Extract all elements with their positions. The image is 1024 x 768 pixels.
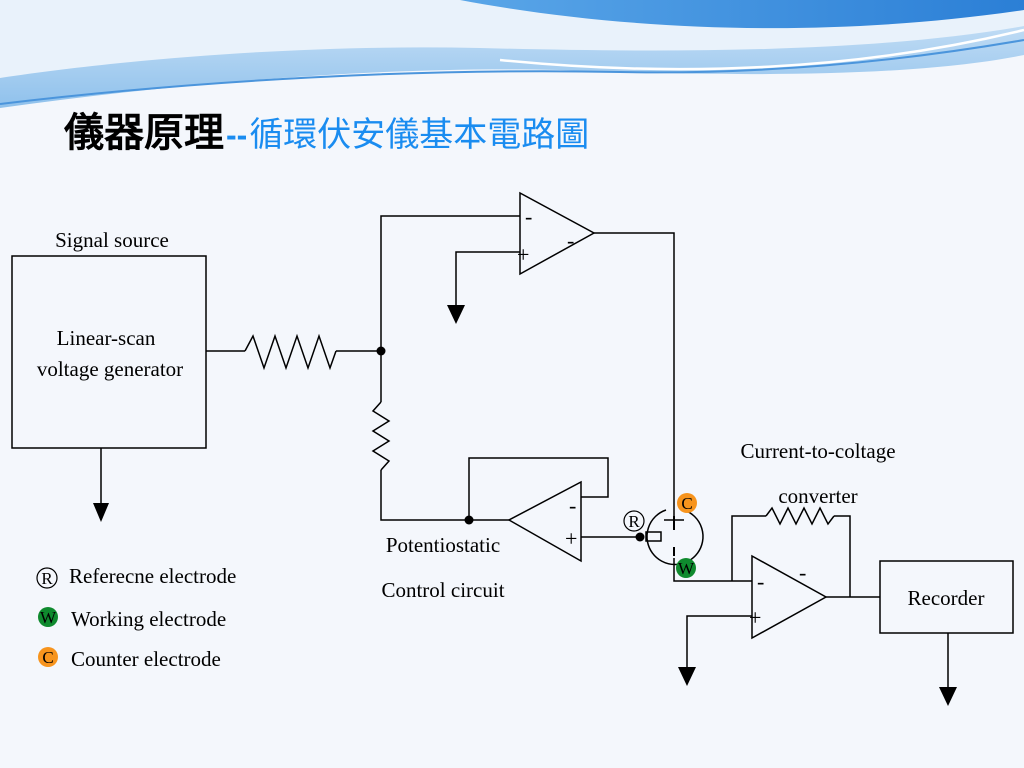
ground-arrow-icon: [93, 503, 109, 522]
recorder-box: [879, 560, 1014, 634]
cell-reference-marker: R: [628, 512, 640, 531]
resistor-icon: [765, 506, 835, 526]
legend-reference-symbol: R: [41, 569, 53, 588]
converter-label-line2: converter: [778, 484, 857, 508]
top-opamp-output-minus: -: [567, 228, 574, 253]
conv-opamp-plus: +: [749, 605, 761, 630]
legend-item-reference: R Referecne electrode: [36, 564, 236, 589]
signal-source-line1: Linear-scan: [57, 326, 156, 350]
cell-counter-marker: C: [681, 494, 692, 513]
signal-source-label: Signal source: [55, 228, 169, 252]
legend-working-symbol: W: [40, 608, 57, 627]
op-amp-icon: [507, 480, 582, 563]
electrochemical-cell-icon: [645, 509, 704, 566]
resistor-icon: [371, 401, 391, 471]
header-wave-decoration: [0, 0, 1024, 108]
op-amp-icon: [519, 191, 596, 276]
resistor-icon: [244, 333, 337, 371]
top-opamp-minus: -: [525, 204, 532, 229]
legend-item-counter: C Counter electrode: [38, 647, 221, 671]
ground-arrow-icon: [939, 687, 957, 706]
legend: R Referecne electrode W Working electrod…: [36, 564, 236, 671]
legend-counter-text: Counter electrode: [71, 647, 221, 671]
potentiostat-label-line2: Control circuit: [381, 578, 504, 602]
title-main: 儀器原理: [63, 109, 224, 156]
ground-arrow-icon: [678, 667, 696, 686]
op-amp-icon: [751, 554, 828, 640]
counter-badge: [677, 493, 697, 513]
working-badge: [676, 558, 696, 578]
pot-opamp-minus: -: [569, 493, 576, 518]
legend-counter-symbol: C: [42, 648, 53, 667]
page-title: 儀器原理--循環伏安儀基本電路圖: [63, 109, 589, 156]
recorder-label: Recorder: [908, 586, 985, 610]
title-separator: --: [226, 117, 247, 153]
signal-source-line2: voltage generator: [37, 357, 183, 381]
ground-arrow-icon: [447, 305, 465, 324]
conv-opamp-minus: -: [757, 569, 764, 594]
legend-item-working: W Working electrode: [38, 607, 226, 631]
legend-working-text: Working electrode: [71, 607, 226, 631]
converter-label-line1: Current-to-coltage: [740, 439, 895, 463]
top-opamp-plus: +: [517, 242, 529, 267]
potentiostat-label-line1: Potentiostatic: [386, 533, 500, 557]
pot-opamp-plus: +: [565, 526, 577, 551]
legend-reference-text: Referecne electrode: [69, 564, 236, 588]
signal-source-box: [11, 255, 207, 449]
conv-opamp-output-minus: -: [799, 560, 806, 585]
cell-working-marker: W: [678, 559, 695, 578]
title-subtitle: 循環伏安儀基本電路圖: [249, 115, 589, 155]
